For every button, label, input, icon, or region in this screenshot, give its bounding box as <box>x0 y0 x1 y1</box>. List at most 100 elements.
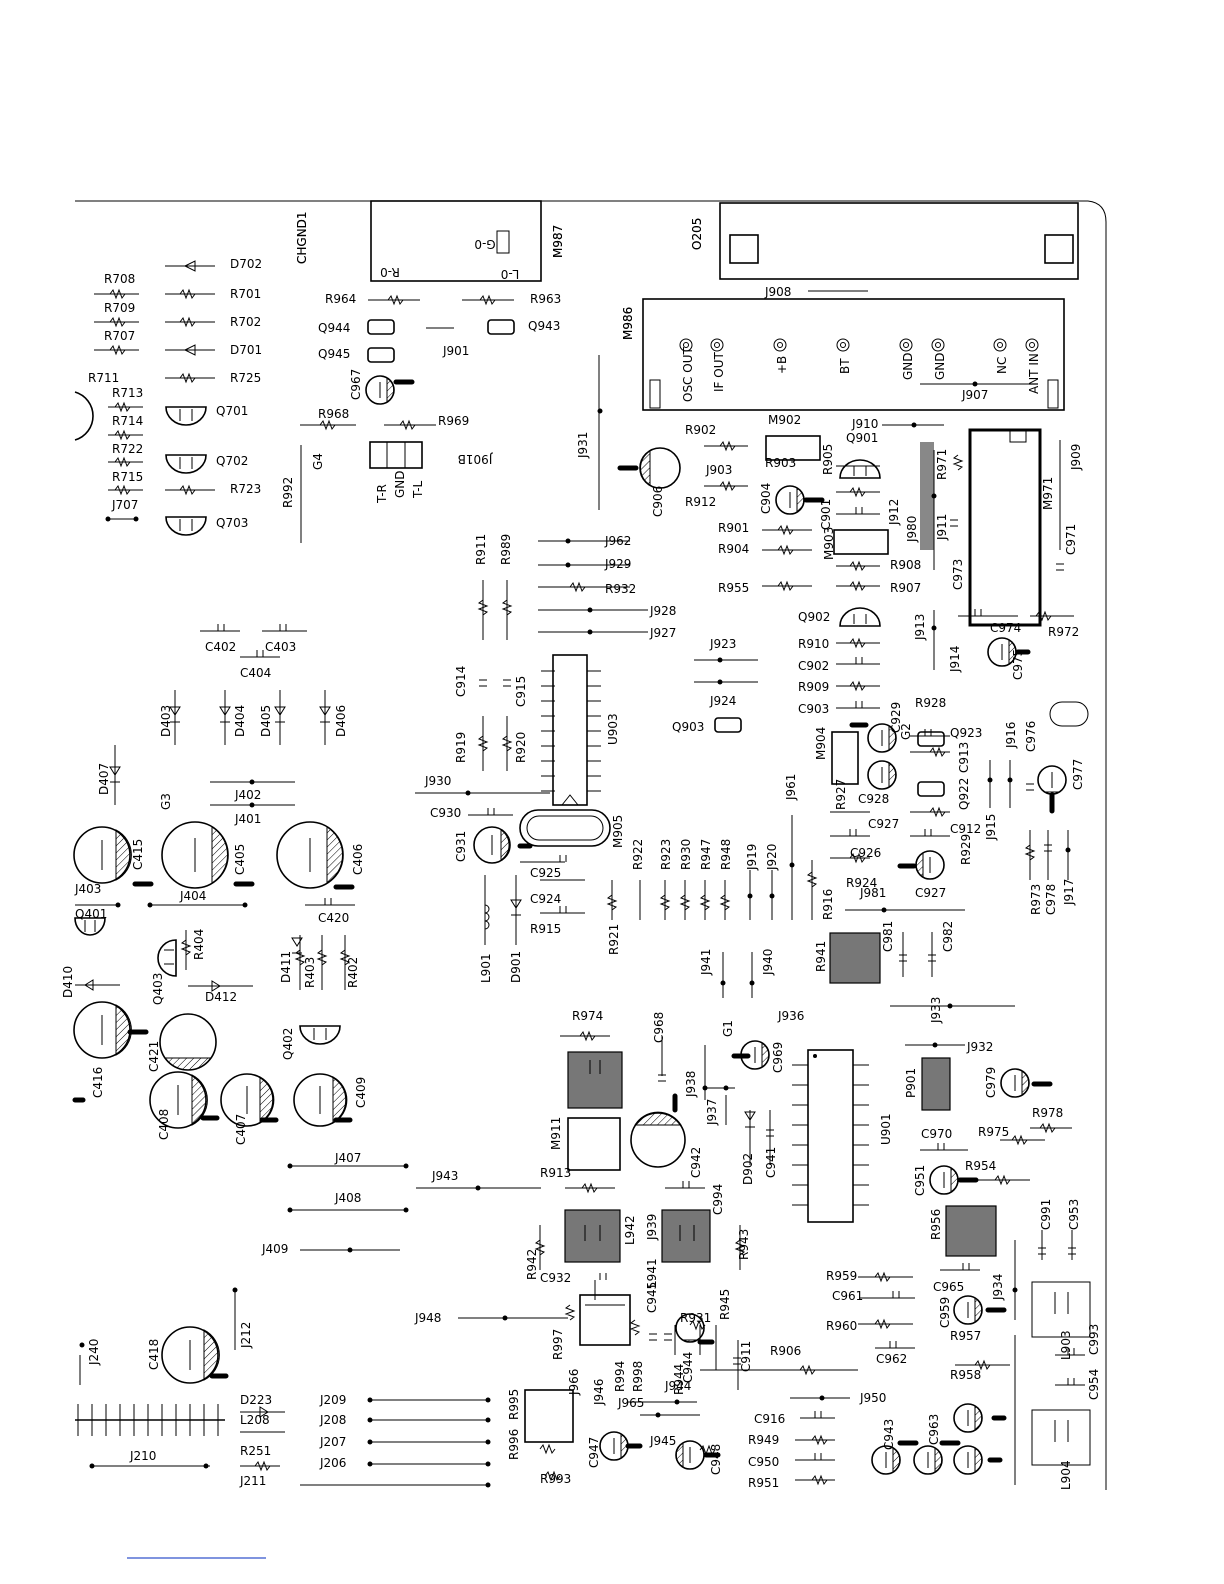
label-q945: Q945 <box>318 347 350 361</box>
ic-u901 <box>792 1049 869 1223</box>
label-o205: O205 <box>690 218 704 250</box>
label-j915: J915 <box>984 814 998 841</box>
label-j401: J401 <box>234 812 261 826</box>
m986-pin-b: +B <box>775 356 789 374</box>
label-r957: R957 <box>950 1329 981 1343</box>
label-j946: J946 <box>592 1379 606 1406</box>
m987-pin-r: R-0 <box>380 265 400 279</box>
label-c947: C947 <box>587 1437 601 1468</box>
label-r723: R723 <box>230 482 261 496</box>
label-r968: R968 <box>318 407 349 421</box>
label-d411: D411 <box>279 951 293 983</box>
label-j965: J965 <box>617 1396 644 1410</box>
m986-pin-ant-in: ANT IN <box>1027 353 1041 394</box>
crystal-m905 <box>519 809 611 847</box>
junction-dots <box>79 408 1071 1488</box>
label-d901: D901 <box>509 951 523 983</box>
label-j919: J919 <box>745 844 759 871</box>
label-r913: R913 <box>540 1166 571 1180</box>
label-r942: R942 <box>525 1249 539 1280</box>
label-r919: R919 <box>454 732 468 763</box>
label-c942: C942 <box>689 1147 703 1178</box>
label-r927: R927 <box>834 779 848 810</box>
label-c961: C961 <box>832 1289 863 1303</box>
label-c407: C407 <box>234 1114 248 1145</box>
label-j209: J209 <box>319 1393 346 1407</box>
label-r251: R251 <box>240 1444 271 1458</box>
label-r402: R402 <box>346 957 360 988</box>
label-j404: J404 <box>179 889 206 903</box>
label-c415: C415 <box>131 839 145 870</box>
label-c979: C979 <box>984 1067 998 1098</box>
label-j927: J927 <box>649 626 676 640</box>
label-j931: J931 <box>576 432 590 459</box>
label-c931: C931 <box>454 831 468 862</box>
label-r701: R701 <box>230 287 261 301</box>
module-m902 <box>765 435 821 461</box>
label-c974: C974 <box>990 621 1021 635</box>
label-r708: R708 <box>104 272 135 286</box>
label-c402: C402 <box>205 640 236 654</box>
m986-pin-osc-out: OSC OUT <box>681 347 695 402</box>
label-c911: C911 <box>739 1341 753 1372</box>
label-d403: D403 <box>159 705 173 737</box>
label-c971: C971 <box>1064 524 1078 555</box>
label-r954: R954 <box>965 1159 996 1173</box>
label-q402: Q402 <box>281 1028 295 1060</box>
label-d407: D407 <box>97 763 111 795</box>
label-c977: C977 <box>1071 759 1085 790</box>
label-r928: R928 <box>915 696 946 710</box>
label-r911: R911 <box>474 534 488 565</box>
label-c929: C929 <box>889 702 903 733</box>
label-j980: J980 <box>905 516 919 543</box>
label-j909: J909 <box>1069 444 1083 471</box>
label-r989: R989 <box>499 534 513 565</box>
label-r907: R907 <box>890 581 921 595</box>
label-c967: C967 <box>349 369 363 400</box>
label-r943: R943 <box>737 1229 751 1260</box>
m987-pin-g: G-0 <box>474 237 495 251</box>
j980-strip <box>920 442 934 550</box>
label-j923: J923 <box>709 637 736 651</box>
label-c943: C943 <box>882 1419 896 1450</box>
label-j941: J941 <box>699 949 713 976</box>
label-r993: R993 <box>540 1472 571 1486</box>
label-j912: J912 <box>887 499 901 526</box>
label-q703: Q703 <box>216 516 248 530</box>
label-j402: J402 <box>234 788 261 802</box>
label-c959: C959 <box>938 1297 952 1328</box>
label-r924: R924 <box>846 876 877 890</box>
label-d223: D223 <box>240 1393 272 1407</box>
label-c903: C903 <box>798 702 829 716</box>
label-r959: R959 <box>826 1269 857 1283</box>
label-c928: C928 <box>858 792 889 806</box>
label-q902: Q902 <box>798 610 830 624</box>
label-j208: J208 <box>319 1413 346 1427</box>
label-c994: C994 <box>711 1184 725 1215</box>
label-r972: R972 <box>1048 625 1079 639</box>
label-r901: R901 <box>718 521 749 535</box>
label-j206: J206 <box>319 1456 346 1470</box>
label-c906: C906 <box>651 486 665 517</box>
label-m971: M971 <box>1041 477 1055 510</box>
component-leads <box>72 379 1055 1463</box>
chgnd1-label: CHGND1 <box>295 211 309 264</box>
m987-pin-l: L-0 <box>501 267 519 281</box>
label-j901: J901 <box>442 344 469 358</box>
label-l942: L942 <box>623 1215 637 1245</box>
label-r978: R978 <box>1032 1106 1063 1120</box>
label-r951: R951 <box>748 1476 779 1490</box>
label-j917: J917 <box>1062 879 1076 906</box>
m986-pin-nc: NC <box>995 357 1009 374</box>
label-j409: J409 <box>261 1242 288 1256</box>
label-r904: R904 <box>718 542 749 556</box>
label-r702: R702 <box>230 315 261 329</box>
label-c944: C944 <box>681 1352 695 1383</box>
label-q923: Q923 <box>950 726 982 740</box>
label-r905: R905 <box>821 444 835 475</box>
m986-pin-gnd-2: GND <box>933 352 947 380</box>
label-c954: C954 <box>1087 1369 1101 1400</box>
module-m903 <box>833 529 889 555</box>
label-j913: J913 <box>913 614 927 641</box>
